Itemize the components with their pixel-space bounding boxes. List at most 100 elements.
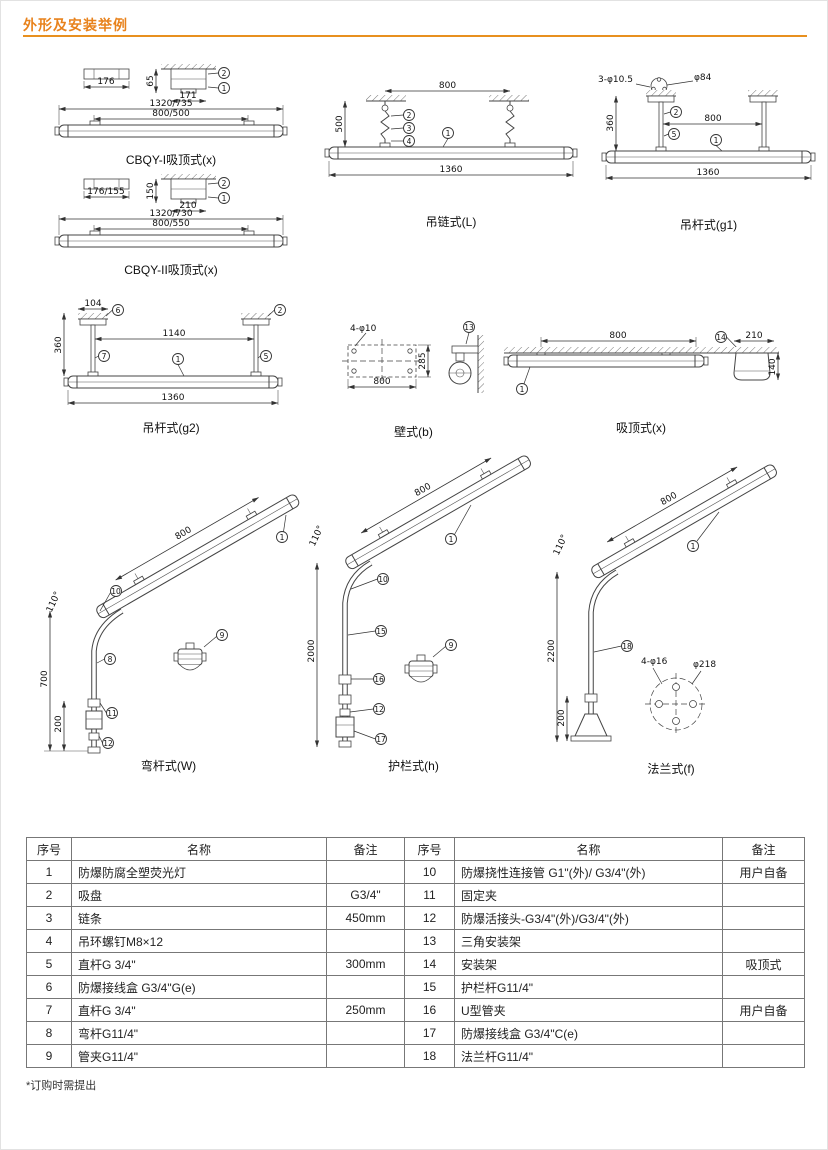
flange-base: [570, 693, 612, 742]
svg-text:800: 800: [174, 525, 194, 542]
caption-bent: 弯杆式(W): [140, 759, 197, 773]
dim-total: 1320/730: [58, 209, 284, 235]
fixture-detail: [404, 654, 438, 683]
part-name: 安装架: [454, 952, 723, 976]
part-note: 用户自备: [722, 860, 805, 884]
svg-text:360: 360: [606, 114, 616, 131]
svg-text:2: 2: [407, 111, 412, 120]
callout-1: 1: [276, 514, 288, 543]
rail-drawing: 800 110° 1 10 2000 15: [307, 455, 531, 748]
caption-rail: 护栏式(h): [388, 759, 439, 773]
callout-7: 7: [94, 350, 110, 362]
part-name: 护栏杆G11/4": [454, 975, 723, 999]
part-no: 10: [404, 860, 455, 884]
caption-rod2: 吊杆式(g2): [142, 421, 200, 435]
dim-width: 800: [347, 377, 417, 390]
lamp-body: [601, 146, 816, 164]
ceiling-plates: [78, 313, 271, 326]
pole-fittings: [85, 698, 103, 754]
svg-text:2000: 2000: [307, 639, 317, 662]
header-name-left: 名称: [71, 837, 327, 861]
part-note: 450mm: [326, 906, 405, 930]
svg-text:8: 8: [108, 655, 113, 664]
svg-text:176/155: 176/155: [87, 187, 124, 197]
diagram-flange: 800 110° 1 2200 18 4-φ16 φ: [541, 456, 801, 776]
mount-plate: [342, 339, 422, 383]
callout-13: 13: [463, 321, 475, 345]
callout-5: 5: [257, 350, 272, 362]
part-note: [326, 1044, 405, 1068]
callout-1: 1: [207, 192, 230, 204]
part-name: 法兰杆G11/4": [454, 1044, 723, 1068]
callout-1: 1: [516, 366, 531, 395]
part-note: [722, 883, 805, 907]
part-no: 3: [26, 906, 72, 930]
part-no: 7: [26, 998, 72, 1022]
callout-10: 10: [350, 573, 389, 590]
part-name: 弯杆G11/4": [71, 1021, 327, 1045]
callout-2: 2: [390, 109, 415, 121]
callout-4: 4: [391, 135, 415, 147]
diagram-rail: 800 110° 1 10 2000 15: [301, 451, 531, 776]
svg-text:500: 500: [335, 115, 345, 132]
order-footnote: *订购时需提出: [26, 1080, 97, 1092]
part-name: 吸盘: [71, 883, 327, 907]
svg-text:18: 18: [622, 642, 632, 651]
header-no-left: 序号: [26, 837, 72, 861]
svg-text:3-φ10.5: 3-φ10.5: [598, 75, 633, 85]
ceiling-drawing: 800 14 210: [503, 331, 781, 395]
bent-drawing: 800 110° 1 10: [40, 494, 300, 754]
svg-text:140: 140: [768, 358, 778, 375]
dim-height: 360: [606, 95, 619, 152]
part-no: 15: [404, 975, 455, 999]
part-note: [326, 975, 405, 999]
dim-mount-width: 210: [733, 331, 775, 344]
part-name: 直杆G 3/4": [71, 952, 327, 976]
svg-text:13: 13: [464, 323, 474, 332]
diagram-bent: 800 110° 1 10: [36, 451, 301, 776]
eye-hooks: [381, 101, 514, 112]
ceiling-hatch: [504, 347, 779, 354]
svg-text:800: 800: [413, 482, 433, 499]
ceiling-plates: [646, 90, 778, 103]
svg-text:1360: 1360: [697, 168, 720, 178]
svg-text:1320/730: 1320/730: [149, 209, 192, 219]
svg-text:1: 1: [222, 194, 227, 203]
mount-detail-view: 65 171: [146, 64, 216, 104]
mount-detail-view: 150 210: [146, 174, 216, 214]
svg-text:16: 16: [374, 675, 384, 684]
pole-clamps: [335, 674, 355, 748]
table-row: 8 弯杆G11/4" 17 防爆接线盒 G3/4"C(e): [26, 1021, 805, 1045]
part-no: 9: [26, 1044, 72, 1068]
svg-text:1360: 1360: [162, 393, 185, 403]
cbqy2-drawing: 176/155 150 210 2 1: [54, 174, 288, 248]
svg-text:800/500: 800/500: [152, 109, 190, 119]
dim-mount-height: 140: [768, 352, 781, 381]
rod1-drawing: 3-φ10.5 φ84 360: [598, 73, 816, 181]
part-name: 吊环螺钉M8×12: [71, 929, 327, 953]
callout-18: 18: [593, 640, 633, 653]
dim-span: 1140: [94, 329, 255, 342]
diagram-chain: 800 2 3: [321, 81, 581, 236]
dim-height: 2200: [547, 571, 560, 743]
rod2-drawing: 104 6 2 1140: [54, 299, 286, 406]
caption-ceiling: 吸顶式(x): [616, 421, 666, 435]
svg-text:12: 12: [103, 739, 113, 748]
foot-plan-view: 176/155: [83, 178, 130, 200]
bent-pipe: [91, 608, 124, 751]
svg-text:12: 12: [374, 705, 384, 714]
table-row: 3 链条 450mm 12 防爆活接头-G3/4"(外)/G3/4"(外): [26, 906, 805, 930]
svg-text:176: 176: [97, 77, 114, 87]
svg-text:800: 800: [704, 114, 721, 124]
svg-text:360: 360: [54, 336, 64, 353]
svg-text:1: 1: [176, 355, 181, 364]
part-note: [722, 906, 805, 930]
part-no: 2: [26, 883, 72, 907]
dim-lower: 200: [44, 700, 88, 752]
callout-1: 1: [687, 511, 720, 552]
svg-text:210: 210: [179, 201, 196, 211]
callout-1: 1: [207, 82, 230, 94]
callout-16: 16: [351, 673, 385, 685]
svg-text:171: 171: [179, 91, 196, 101]
ceiling-hatch: [366, 95, 529, 102]
